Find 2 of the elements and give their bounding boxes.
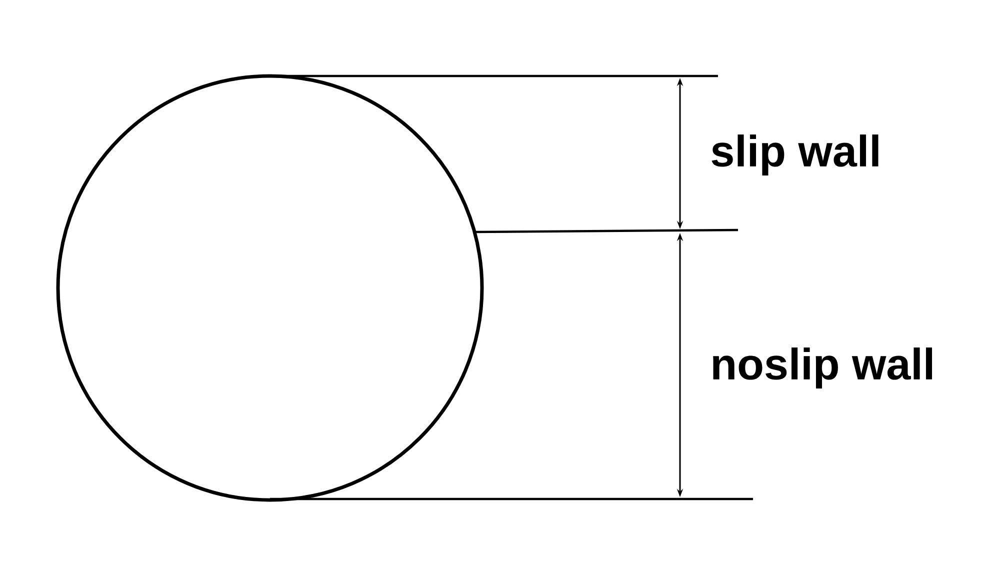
dimension-label: noslip wall	[713, 348, 932, 388]
dimension-label: slip wall	[712, 134, 878, 176]
